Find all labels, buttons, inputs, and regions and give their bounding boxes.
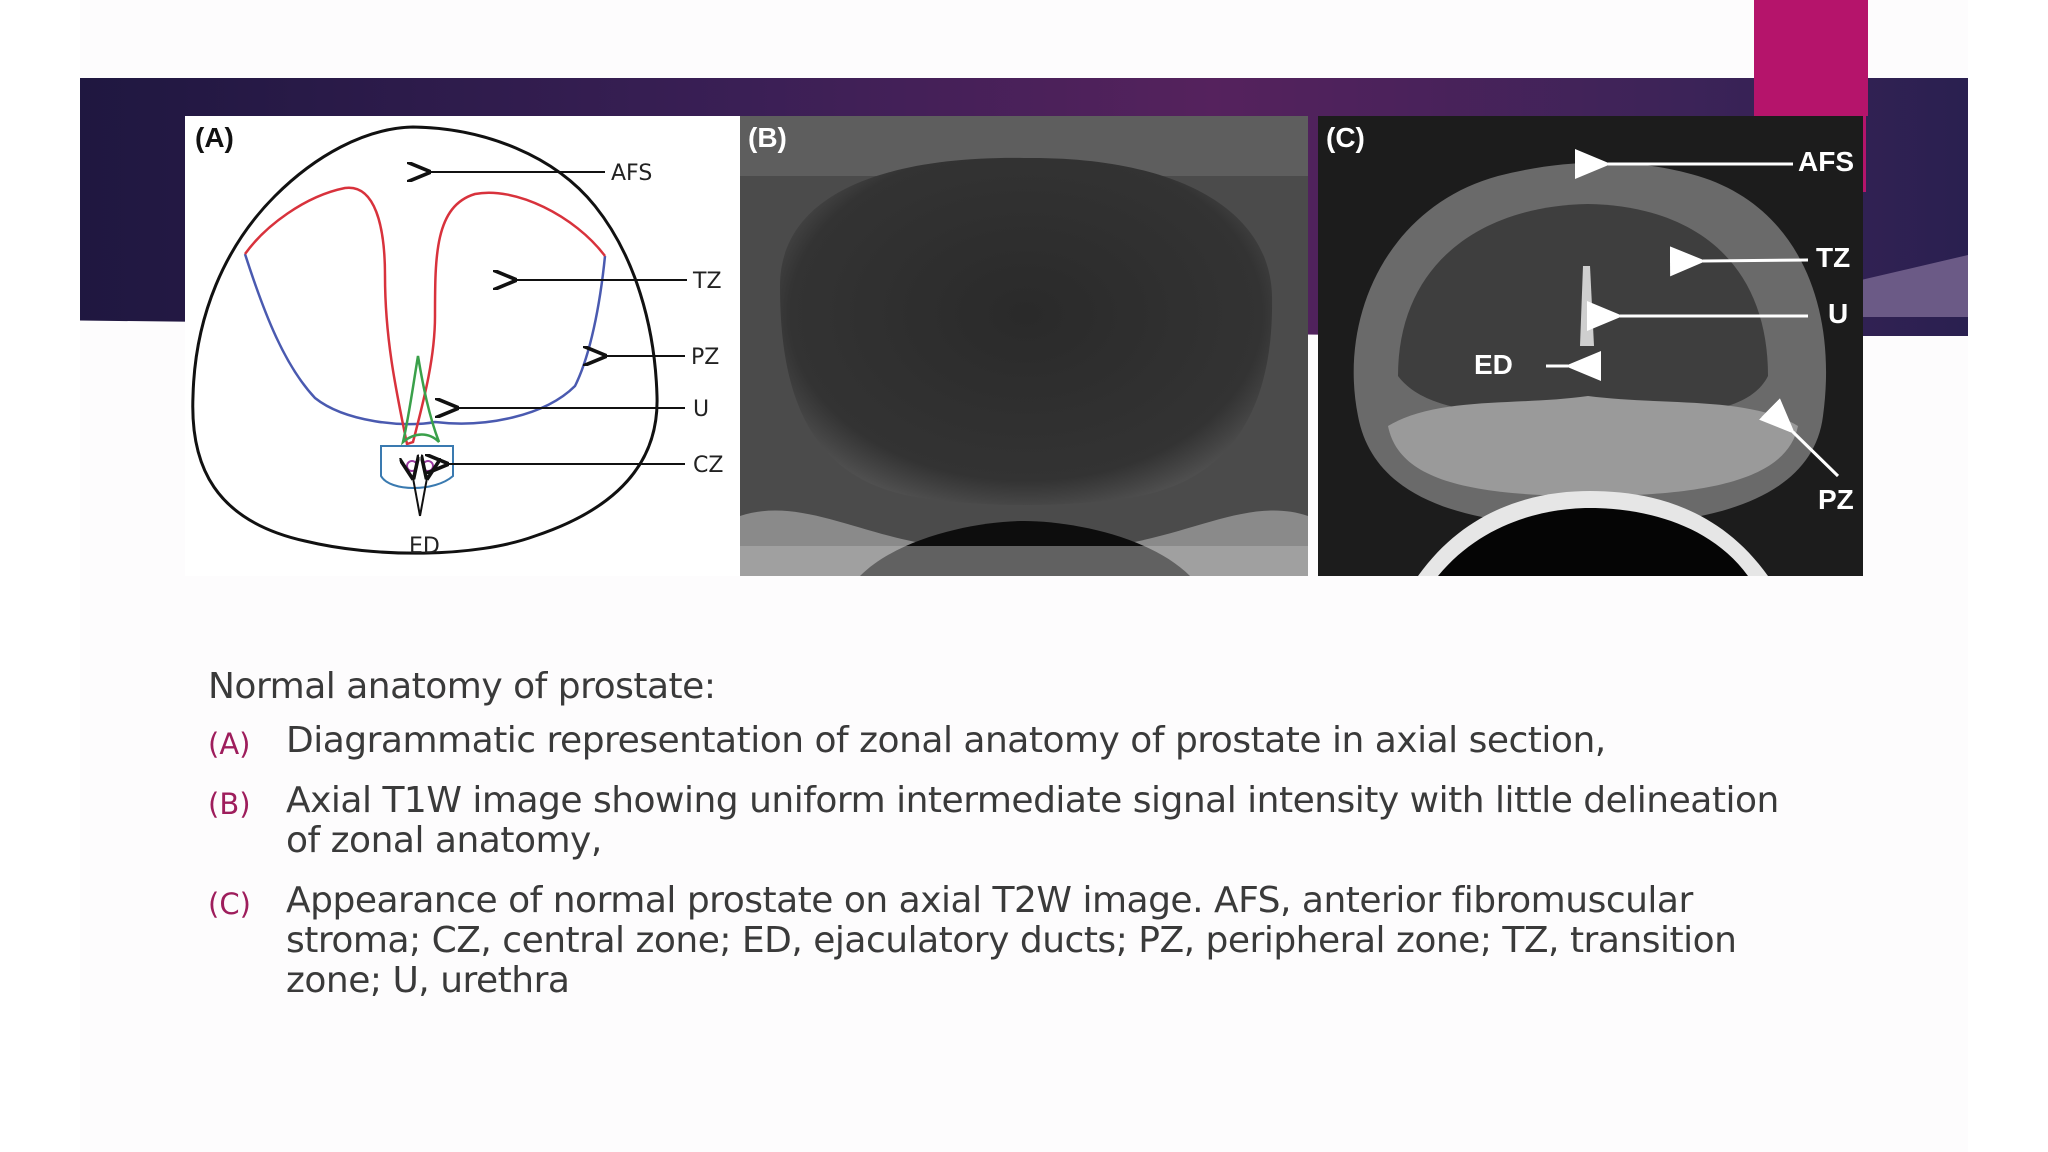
- t2w-mri-image: [1318, 116, 1863, 576]
- capsule-outline: [191, 125, 659, 555]
- label-u: U: [693, 397, 709, 422]
- arrow-pz: [1758, 398, 1840, 478]
- t1w-mri-image: [740, 116, 1308, 576]
- ed-dot: [406, 460, 418, 472]
- urethra-outline: [400, 355, 441, 446]
- label-tz: TZ: [692, 269, 722, 294]
- panel-a-label: (A): [195, 122, 234, 153]
- label-cz: CZ: [693, 453, 723, 478]
- label-afs: AFS: [1798, 146, 1854, 177]
- caption-text: Diagrammatic representation of zonal ana…: [286, 720, 1606, 761]
- caption-item-b: (B) Axial T1W image showing uniform inte…: [208, 781, 1808, 861]
- label-pz: PZ: [1818, 484, 1854, 515]
- figure-caption: Normal anatomy of prostate: (A) Diagramm…: [208, 666, 1808, 1021]
- figure-panel-c: (C) AFS TZ U ED PZ: [1318, 116, 1863, 576]
- caption-marker: (B): [208, 787, 251, 821]
- caption-text: Appearance of normal prostate on axial T…: [286, 880, 1737, 1001]
- label-ed: ED: [1474, 349, 1513, 380]
- panel-c-label: (C): [1326, 122, 1365, 153]
- zonal-anatomy-diagram: AFS TZ PZ U CZ ED: [191, 125, 723, 559]
- arrow-ed-right: [419, 478, 427, 517]
- caption-item-a: (A) Diagrammatic representation of zonal…: [208, 720, 1808, 762]
- caption-text: Axial T1W image showing uniform intermed…: [286, 780, 1779, 861]
- label-ed: ED: [409, 534, 440, 559]
- transition-zone-outline: [243, 186, 606, 446]
- label-afs: AFS: [611, 161, 652, 186]
- arrow-ed-left: [413, 478, 421, 517]
- accent-line: [1860, 116, 1866, 192]
- caption-marker: (C): [208, 887, 251, 921]
- figure-panel-a: AFS TZ PZ U CZ ED (A): [185, 116, 741, 576]
- label-pz: PZ: [691, 345, 719, 370]
- label-tz: TZ: [1816, 242, 1851, 273]
- caption-item-c: (C) Appearance of normal prostate on axi…: [208, 881, 1808, 1001]
- figure-panel-b: (B): [740, 116, 1308, 576]
- caption-marker: (A): [208, 727, 251, 761]
- central-zone-outline: [380, 445, 454, 489]
- accent-tab: [1754, 0, 1868, 116]
- caption-title: Normal anatomy of prostate:: [208, 666, 716, 707]
- panel-b-label: (B): [748, 122, 787, 153]
- label-u: U: [1828, 298, 1849, 329]
- arrow-tz: [1669, 246, 1809, 277]
- ed-dot: [422, 460, 434, 472]
